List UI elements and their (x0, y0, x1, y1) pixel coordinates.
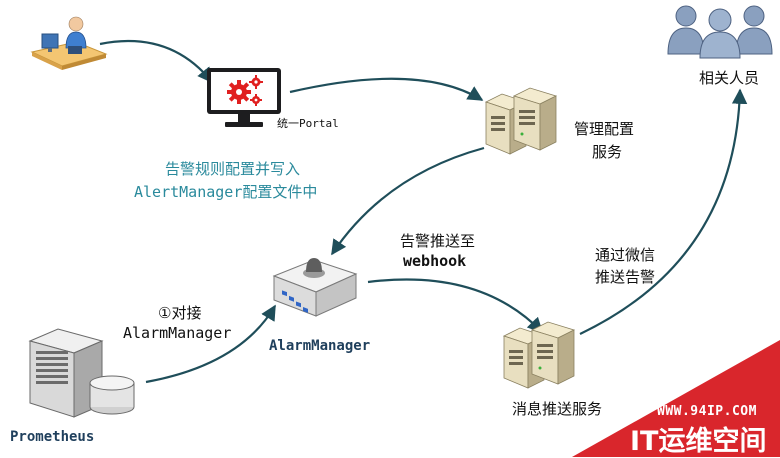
message-server-icon (500, 320, 580, 396)
alarm-manager-label: AlarmManager (269, 338, 371, 354)
portal-monitor-icon (205, 66, 283, 134)
config-server-label-line2: 服务 (592, 143, 623, 161)
portal-label: 统一Portal (277, 117, 339, 130)
config-write-label-line1: 告警规则配置并写入 (165, 160, 301, 178)
message-server-label: 消息推送服务 (512, 400, 603, 418)
watermark-title: IT运维空间 (630, 426, 767, 457)
people-label: 相关人员 (699, 69, 760, 87)
wechat-label-line2: 推送告警 (595, 268, 656, 286)
arrow-alarm-to-message (367, 278, 544, 334)
config-server-label-line1: 管理配置 (574, 120, 635, 138)
watermark-url: WWW.94IP.COM (657, 404, 757, 419)
prometheus-label: Prometheus (10, 429, 95, 445)
arrow-config-to-alarm (331, 146, 485, 256)
connect-label-line1: ①对接 (158, 304, 202, 322)
webhook-label-line2: webhook (403, 252, 467, 270)
wechat-label-line1: 通过微信 (595, 246, 656, 264)
webhook-label-line1: 告警推送至 (400, 232, 476, 250)
alarm-device-icon (270, 248, 360, 324)
config-server-icon (482, 86, 562, 160)
arrow-prometheus-to-alarm (145, 304, 276, 384)
arrow-user-to-portal (99, 40, 213, 84)
server-database-icon (28, 325, 138, 424)
arrow-message-to-people (579, 88, 748, 335)
people-group-icon (664, 2, 778, 64)
connect-label-line2: AlarmManager (123, 324, 232, 342)
user-at-computer-icon (28, 14, 108, 80)
arrow-portal-to-config (289, 77, 484, 101)
config-write-label-line2: AlertManager配置文件中 (134, 183, 318, 201)
